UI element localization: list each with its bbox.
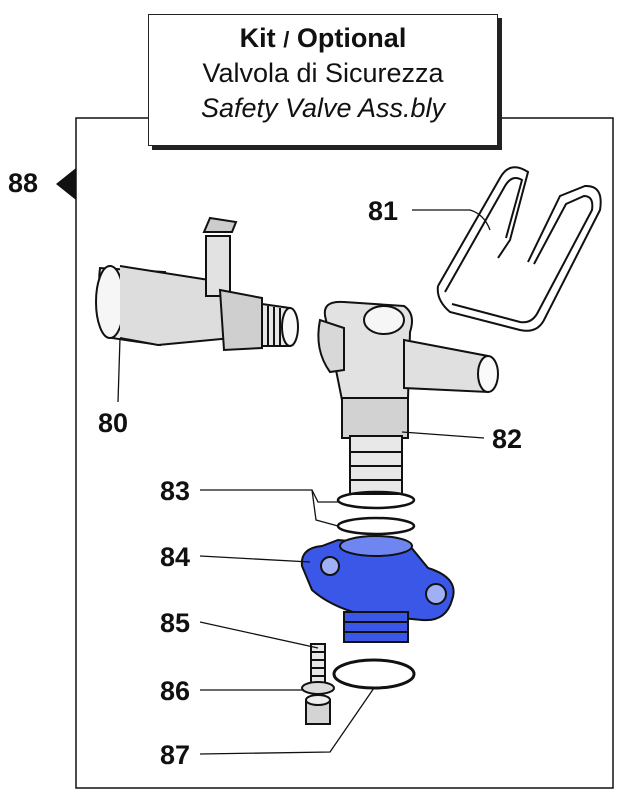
title-slash: / <box>283 27 290 52</box>
callout-84: 84 <box>160 542 191 572</box>
group-number-label: 88 <box>8 168 39 198</box>
callout-81: 81 <box>368 196 399 226</box>
kit-optional-heading: Kit / Optional <box>149 23 497 54</box>
italian-title: Valvola di Sicurezza <box>202 58 444 88</box>
part-82-valve-body <box>317 300 499 495</box>
leader-lines <box>117 209 491 755</box>
diagram-frame <box>75 117 614 789</box>
title-box: Kit / Optional Valvola di Sicurezza Safe… <box>148 14 498 146</box>
part-84-flange-highlighted <box>300 535 455 643</box>
callout-83: 83 <box>160 476 191 506</box>
callout-87: 87 <box>160 740 191 770</box>
part-80-fitting <box>95 216 299 352</box>
part-86-nut <box>301 681 335 725</box>
callout-80: 80 <box>98 408 129 438</box>
english-title: Safety Valve Ass.bly <box>200 93 446 123</box>
group-pointer-icon <box>56 168 76 200</box>
part-81-clip <box>436 166 602 332</box>
kit-label: Kit <box>239 23 276 53</box>
optional-label: Optional <box>296 23 407 53</box>
part-83-o-rings <box>336 490 416 536</box>
callout-82: 82 <box>492 424 523 454</box>
part-87-gasket <box>332 658 416 690</box>
callout-85: 85 <box>160 608 191 638</box>
callout-86: 86 <box>160 676 191 706</box>
